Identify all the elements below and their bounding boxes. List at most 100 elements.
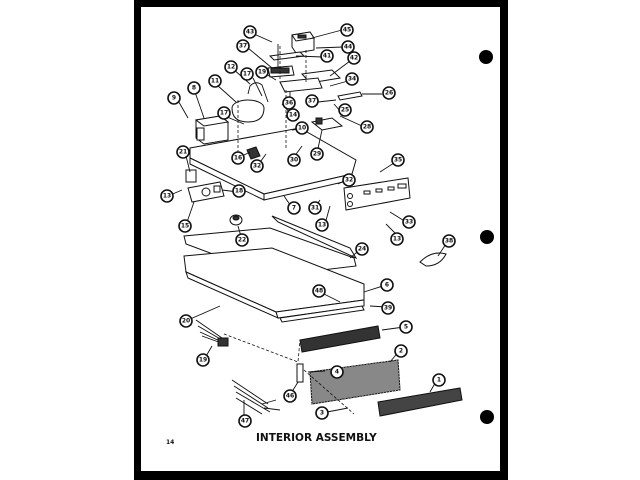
callout-38[interactable]: 38 <box>442 234 456 248</box>
callout-13-b[interactable]: 13 <box>315 218 329 232</box>
binder-hole-bottom <box>480 410 494 424</box>
callout-label: 6 <box>385 282 389 289</box>
part-kickplate-1 <box>377 387 463 417</box>
callout-2[interactable]: 2 <box>394 344 408 358</box>
callout-label: 22 <box>238 237 246 244</box>
callout-16[interactable]: 16 <box>231 151 245 165</box>
callout-label: 1 <box>437 377 441 384</box>
callout-label: 36 <box>285 100 293 107</box>
callout-3[interactable]: 3 <box>315 406 329 420</box>
callout-30[interactable]: 30 <box>287 153 301 167</box>
callout-46[interactable]: 46 <box>283 389 297 403</box>
callout-22[interactable]: 22 <box>235 233 249 247</box>
callout-39[interactable]: 39 <box>381 301 395 315</box>
callout-17-b[interactable]: 17 <box>217 106 231 120</box>
callout-label: 10 <box>298 125 306 132</box>
callout-7[interactable]: 7 <box>287 201 301 215</box>
callout-41[interactable]: 41 <box>320 49 334 63</box>
part-transformer-8 <box>194 115 230 145</box>
callout-8[interactable]: 8 <box>187 81 201 95</box>
callout-37[interactable]: 37 <box>236 39 250 53</box>
callout-label: 41 <box>323 53 331 60</box>
callout-35[interactable]: 35 <box>391 153 405 167</box>
part-plate-42 <box>279 69 342 93</box>
callout-24[interactable]: 24 <box>355 242 369 256</box>
part-mesh-2 <box>309 359 401 405</box>
callout-10[interactable]: 10 <box>295 121 309 135</box>
callout-label: 33 <box>405 219 413 226</box>
diagram-title: INTERIOR ASSEMBLY <box>256 432 377 444</box>
callout-label: 9 <box>172 95 176 102</box>
callout-label: 14 <box>289 112 297 119</box>
callout-6[interactable]: 6 <box>380 278 394 292</box>
callout-label: 25 <box>341 107 349 114</box>
callout-13-c[interactable]: 13 <box>390 232 404 246</box>
part-wire-harness-19 <box>195 319 229 347</box>
callout-9[interactable]: 9 <box>167 91 181 105</box>
callout-44[interactable]: 44 <box>341 40 355 54</box>
callout-label: 2 <box>399 348 403 355</box>
callout-11[interactable]: 11 <box>208 74 222 88</box>
callout-20[interactable]: 20 <box>179 314 193 328</box>
callout-label: 37 <box>308 98 316 105</box>
callout-12[interactable]: 12 <box>224 60 238 74</box>
callout-32-b[interactable]: 32 <box>342 173 356 187</box>
callout-34[interactable]: 34 <box>345 72 359 86</box>
callout-14[interactable]: 14 <box>286 108 300 122</box>
callout-label: 42 <box>350 55 358 62</box>
callout-label: 21 <box>179 149 187 156</box>
callout-label: 39 <box>384 305 392 312</box>
callout-label: 29 <box>313 151 321 158</box>
part-handle-12 <box>247 82 269 103</box>
callout-label: 5 <box>404 324 408 331</box>
callout-31[interactable]: 31 <box>308 201 322 215</box>
callout-36[interactable]: 36 <box>282 96 296 110</box>
callout-label: 32 <box>253 163 261 170</box>
part-grille-5 <box>299 325 381 353</box>
callout-label: 44 <box>344 44 352 51</box>
callout-13[interactable]: 13 <box>160 189 174 203</box>
callout-28[interactable]: 28 <box>360 120 374 134</box>
callout-group: 43 45 37 44 41 42 12 17 19 34 11 36 9 8 … <box>160 23 456 428</box>
callout-label: 18 <box>235 188 243 195</box>
callout-42[interactable]: 42 <box>347 51 361 65</box>
part-strip-39 <box>279 305 365 323</box>
callout-label: 19 <box>258 69 266 76</box>
callout-37-b[interactable]: 37 <box>305 94 319 108</box>
binder-hole-middle <box>480 230 494 244</box>
callout-label: 3 <box>320 410 324 417</box>
callout-label: 11 <box>211 78 219 85</box>
callout-43[interactable]: 43 <box>243 25 257 39</box>
part-bracket-29 <box>310 117 344 131</box>
callout-29[interactable]: 29 <box>310 147 324 161</box>
callout-47[interactable]: 47 <box>238 414 252 428</box>
callout-19[interactable]: 19 <box>255 65 269 79</box>
callout-25[interactable]: 25 <box>338 103 352 117</box>
callout-label: 4 <box>335 369 339 376</box>
part-knob-22 <box>229 214 243 226</box>
callout-21[interactable]: 21 <box>176 145 190 159</box>
callout-18[interactable]: 18 <box>232 184 246 198</box>
callout-15[interactable]: 15 <box>178 219 192 233</box>
callout-48[interactable]: 48 <box>312 284 326 298</box>
callout-label: 48 <box>315 288 323 295</box>
callout-label: 43 <box>246 29 254 36</box>
callout-label: 13 <box>318 222 326 229</box>
callout-32[interactable]: 32 <box>250 159 264 173</box>
callout-19-b[interactable]: 19 <box>196 353 210 367</box>
callout-45[interactable]: 45 <box>340 23 354 37</box>
callout-label: 13 <box>163 193 171 200</box>
callout-label: 32 <box>345 177 353 184</box>
callout-label: 34 <box>348 76 356 83</box>
part-relay-box-45 <box>291 31 315 54</box>
callout-33[interactable]: 33 <box>402 215 416 229</box>
callout-5[interactable]: 5 <box>399 320 413 334</box>
callout-17[interactable]: 17 <box>240 67 254 81</box>
callout-label: 19 <box>199 357 207 364</box>
callout-1[interactable]: 1 <box>432 373 446 387</box>
callout-label: 20 <box>182 318 190 325</box>
callout-label: 26 <box>385 90 393 97</box>
callout-26[interactable]: 26 <box>382 86 396 100</box>
callout-4[interactable]: 4 <box>330 365 344 379</box>
callout-label: 13 <box>393 236 401 243</box>
